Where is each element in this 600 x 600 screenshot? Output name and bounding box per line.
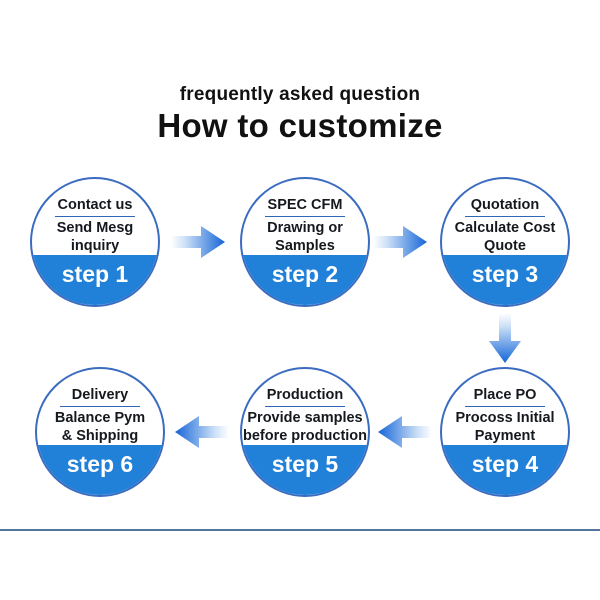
step-band: step 2: [242, 254, 368, 305]
page-subtitle: frequently asked question: [179, 84, 421, 105]
step-label: step 4: [471, 450, 539, 477]
step-line: Samples: [275, 237, 335, 254]
step-line: Payment: [474, 427, 536, 444]
step-line: Quotation: [470, 197, 540, 213]
step-circle-5: Production Provide samples before produc…: [240, 367, 370, 497]
step-line: inquiry: [70, 237, 120, 254]
step-line: Send Mesg: [56, 219, 134, 236]
step-band: step 6: [37, 444, 163, 495]
step-6-description: Delivery Balance Pym & Shipping: [37, 369, 163, 445]
step-label: step 1: [61, 260, 129, 287]
step-line: Procoss Initial: [455, 409, 555, 426]
step-underline: [465, 216, 545, 217]
step-line: SPEC CFM: [267, 197, 343, 213]
step-band: step 4: [442, 444, 568, 495]
step-1-description: Contact us Send Mesg inquiry: [32, 179, 158, 255]
step-underline: [265, 216, 345, 217]
step-line: Calculate Cost: [454, 219, 556, 236]
step-4-description: Place PO Procoss Initial Payment: [442, 369, 568, 445]
step-line: Quote: [484, 237, 526, 254]
step-label: step 5: [271, 450, 339, 477]
arrow-right-icon: [169, 223, 227, 266]
step-label: step 6: [66, 450, 134, 477]
step-line: Provide samples: [247, 409, 363, 426]
step-line: Contact us: [57, 197, 133, 213]
page-title: How to customize: [157, 107, 443, 144]
step-5-description: Production Provide samples before produc…: [242, 369, 368, 445]
step-circle-2: SPEC CFM Drawing or Samples step 2: [240, 177, 370, 307]
step-underline: [60, 406, 140, 407]
arrow-down-icon: [486, 311, 524, 370]
arrow-right-icon: [371, 223, 429, 266]
step-circle-3: Quotation Calculate Cost Quote step 3: [440, 177, 570, 307]
step-band: step 3: [442, 254, 568, 305]
bottom-divider: [0, 529, 600, 531]
step-3-description: Quotation Calculate Cost Quote: [442, 179, 568, 255]
step-line: before production: [242, 427, 368, 444]
arrow-left-icon: [376, 413, 434, 456]
step-line: Production: [266, 387, 344, 403]
page-header: frequently asked question How to customi…: [0, 84, 600, 145]
step-label: step 3: [471, 260, 539, 287]
step-band: step 1: [32, 254, 158, 305]
step-line: Place PO: [473, 387, 537, 403]
step-line: Drawing or: [267, 219, 343, 236]
step-label: step 2: [271, 260, 339, 287]
step-underline: [55, 216, 135, 217]
step-circle-1: Contact us Send Mesg inquiry step 1: [30, 177, 160, 307]
step-line: Balance Pym: [54, 409, 146, 426]
step-2-description: SPEC CFM Drawing or Samples: [242, 179, 368, 255]
step-line: Delivery: [71, 387, 129, 403]
step-band: step 5: [242, 444, 368, 495]
step-circle-4: Place PO Procoss Initial Payment step 4: [440, 367, 570, 497]
step-circle-6: Delivery Balance Pym & Shipping step 6: [35, 367, 165, 497]
arrow-left-icon: [173, 413, 231, 456]
step-underline: [265, 406, 345, 407]
step-line: & Shipping: [61, 427, 139, 444]
step-underline: [465, 406, 545, 407]
